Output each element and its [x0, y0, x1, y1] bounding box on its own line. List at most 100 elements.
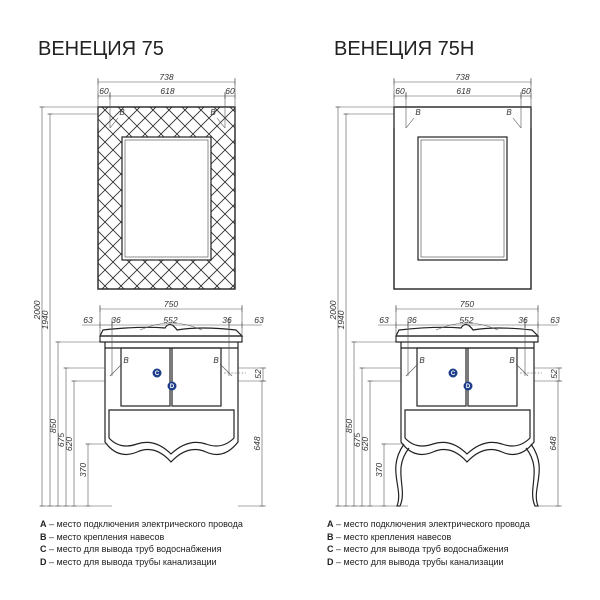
cabinet-width: 750: [460, 299, 474, 309]
lattice-line: [213, 107, 235, 289]
lattice-line: [590, 107, 600, 289]
lattice-line: [494, 107, 600, 289]
lattice-line: [98, 107, 125, 289]
lattice-line: [382, 107, 564, 289]
height-620: 620: [360, 437, 370, 451]
basin-rim: [435, 322, 499, 331]
mirror-width: 738: [159, 72, 173, 82]
height-2000: 2000: [328, 300, 338, 320]
mirror-side-right: 60: [225, 86, 235, 96]
connector-c: [448, 368, 458, 378]
door-left: [120, 347, 171, 407]
side-height: 52: [253, 369, 263, 379]
lattice-line: [310, 107, 492, 289]
cabinet-offset-right: 36: [518, 315, 528, 325]
lattice-line: [222, 107, 404, 289]
lattice-line: [446, 107, 600, 289]
mirror-lattice: [174, 107, 600, 289]
connector-d: [463, 381, 473, 391]
mirror-frame: [97, 106, 236, 290]
legend-item-a: A – место подключения электрического про…: [327, 519, 530, 529]
lattice-line: [294, 107, 476, 289]
lattice-line: [310, 107, 492, 289]
legend-left: A – место подключения электрического про…: [40, 518, 243, 568]
hanger-leader: [219, 363, 233, 377]
cabinet-edge-right: 63: [254, 315, 264, 325]
lattice-line: [430, 107, 600, 289]
lattice-line: [197, 107, 235, 289]
mirror-glass: [121, 136, 212, 261]
lattice-line: [574, 107, 600, 289]
door-right: [171, 347, 222, 407]
lattice-line: [0, 107, 92, 289]
mirror-width: 738: [455, 72, 469, 82]
drawer-front: [404, 409, 531, 455]
cabinet-width: 750: [164, 299, 178, 309]
lattice-line: [302, 107, 484, 289]
height-850: 850: [344, 419, 354, 433]
legend-item-b: B – место крепления навесов: [327, 531, 452, 542]
lattice-line: [526, 107, 600, 289]
height-620: 620: [64, 437, 74, 451]
lattice-line: [478, 107, 600, 289]
height-2000: 2000: [32, 300, 42, 320]
lattice-line: [190, 107, 372, 289]
mirror-inner-width: 618: [160, 86, 174, 96]
connector-d: [167, 381, 177, 391]
hanger-leader: [515, 363, 529, 377]
lattice-line: [478, 107, 600, 289]
connector-c: [152, 368, 162, 378]
lattice-line: [510, 107, 600, 289]
lattice-line: [238, 107, 420, 289]
mirror-glass-inner: [124, 139, 209, 258]
height-675: 675: [352, 433, 362, 447]
lattice-line: [222, 107, 404, 289]
lattice-line: [98, 107, 141, 289]
mirror-side-left: 60: [99, 86, 109, 96]
lattice-line: [414, 107, 596, 289]
lattice-line: [278, 107, 460, 289]
lattice-line: [254, 107, 436, 289]
height-850: 850: [48, 419, 58, 433]
lattice-line: [542, 107, 600, 289]
legend-right: A – место подключения электрического про…: [327, 518, 530, 568]
lattice-line: [590, 107, 600, 289]
lattice-line: [98, 107, 109, 289]
door-left: [416, 347, 467, 407]
height-370: 370: [78, 463, 88, 477]
legend-item-d: D – место для вывода трубы канализации: [40, 556, 217, 567]
lattice-line: [510, 107, 600, 289]
lattice-line: [98, 107, 125, 289]
lattice-line: [213, 107, 235, 289]
mirror: [174, 106, 600, 290]
legend-item-a: A – место подключения электрического про…: [40, 519, 243, 529]
hanger-leader: [109, 117, 119, 129]
lattice-line: [254, 107, 436, 289]
lattice-line: [174, 107, 356, 289]
mirror-glass: [417, 136, 508, 261]
hanger-leader: [512, 117, 522, 129]
lattice-line: [430, 107, 600, 289]
drawer-front: [108, 409, 235, 455]
mirror-frame: [393, 106, 532, 290]
cabinet-body: [104, 342, 239, 463]
basin-rim: [139, 322, 203, 331]
lattice-line: [181, 107, 235, 289]
cabinet-offset-right: 36: [222, 315, 232, 325]
lattice-line: [318, 107, 500, 289]
lattice-line: [262, 107, 444, 289]
lattice-line: [302, 107, 484, 289]
hanger-mark-left: B: [415, 108, 421, 117]
lattice-line: [558, 107, 600, 289]
lattice-line: [270, 107, 452, 289]
lattice-line: [350, 107, 532, 289]
lattice-line: [206, 107, 388, 289]
legend-item-b: B – место крепления навесов: [40, 531, 165, 542]
lattice-line: [98, 107, 173, 289]
hanger-mark-left: B: [419, 356, 425, 365]
lattice-line: [366, 107, 548, 289]
legend-item-d: D – место для вывода трубы канализации: [327, 556, 504, 567]
cabinet-offset-left: 36: [407, 315, 417, 325]
